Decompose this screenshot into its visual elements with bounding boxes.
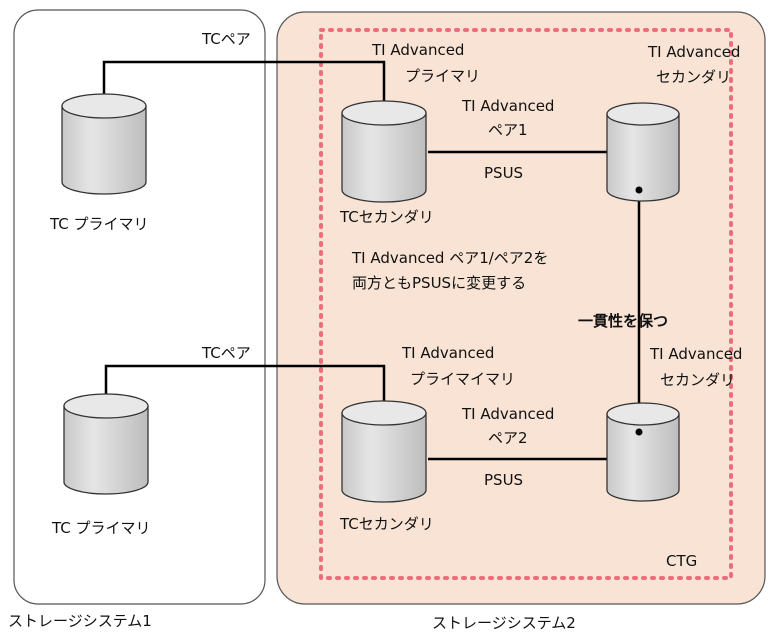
tc-secondary-volume-bottom [341, 400, 427, 503]
tc-primary-volume-top [61, 93, 147, 195]
ti-pair-label-top-2: ペア1 [488, 121, 528, 139]
ti-secondary-label-bottom-1: TI Advanced [649, 345, 742, 363]
ti-secondary-volume-bottom [606, 402, 680, 502]
ti-primary-label-top-1: TI Advanced [371, 41, 464, 59]
ti-pair-label-bottom-2: ペア2 [488, 429, 528, 447]
change-note-line-1: TI Advanced ペア1/ペア2を [351, 249, 548, 267]
tc-primary-label-bottom: TC プライマリ [51, 519, 151, 537]
ti-secondary-volume-top [606, 102, 680, 202]
ti-secondary-label-top-1: TI Advanced [647, 43, 740, 61]
ti-pair-label-top-1: TI Advanced [461, 97, 554, 115]
ti-primary-label-bottom-2: プライマイマリ [410, 370, 515, 388]
consistency-dot-bottom-front [635, 428, 643, 436]
tc-pair-label-top: TCペア [201, 30, 251, 48]
ti-primary-label-bottom-1: TI Advanced [401, 344, 494, 362]
storage-system-1-label: ストレージシステム1 [8, 612, 152, 630]
consistency-dot-top-front [635, 186, 643, 194]
ti-pair-label-bottom-1: TI Advanced [461, 405, 554, 423]
tc-pair-line-top [102, 60, 386, 102]
change-note-line-2: 両方ともPSUSに変更する [352, 274, 526, 292]
ctg-boundary [319, 28, 733, 580]
consistency-label: 一貫性を保つ [578, 312, 668, 330]
tc-secondary-volume-top [341, 100, 427, 203]
ti-primary-label-top-2: プライマリ [405, 67, 480, 85]
tc-secondary-label-bottom: TCセカンダリ [339, 515, 434, 533]
tc-primary-volume-bottom [63, 393, 149, 495]
psus-label-top: PSUS [484, 164, 523, 182]
tc-secondary-label-top: TCセカンダリ [339, 208, 434, 226]
tc-primary-label-top: TC プライマリ [49, 215, 149, 233]
tc-pair-label-bottom: TCペア [201, 344, 251, 362]
ti-secondary-label-bottom-2: セカンダリ [660, 371, 735, 389]
storage-system-2-label: ストレージシステム2 [432, 614, 576, 632]
psus-label-bottom: PSUS [484, 471, 523, 489]
ctg-label: CTG [666, 552, 697, 570]
tc-pair-line-bottom [104, 364, 386, 402]
ti-secondary-label-top-2: セカンダリ [656, 68, 731, 86]
